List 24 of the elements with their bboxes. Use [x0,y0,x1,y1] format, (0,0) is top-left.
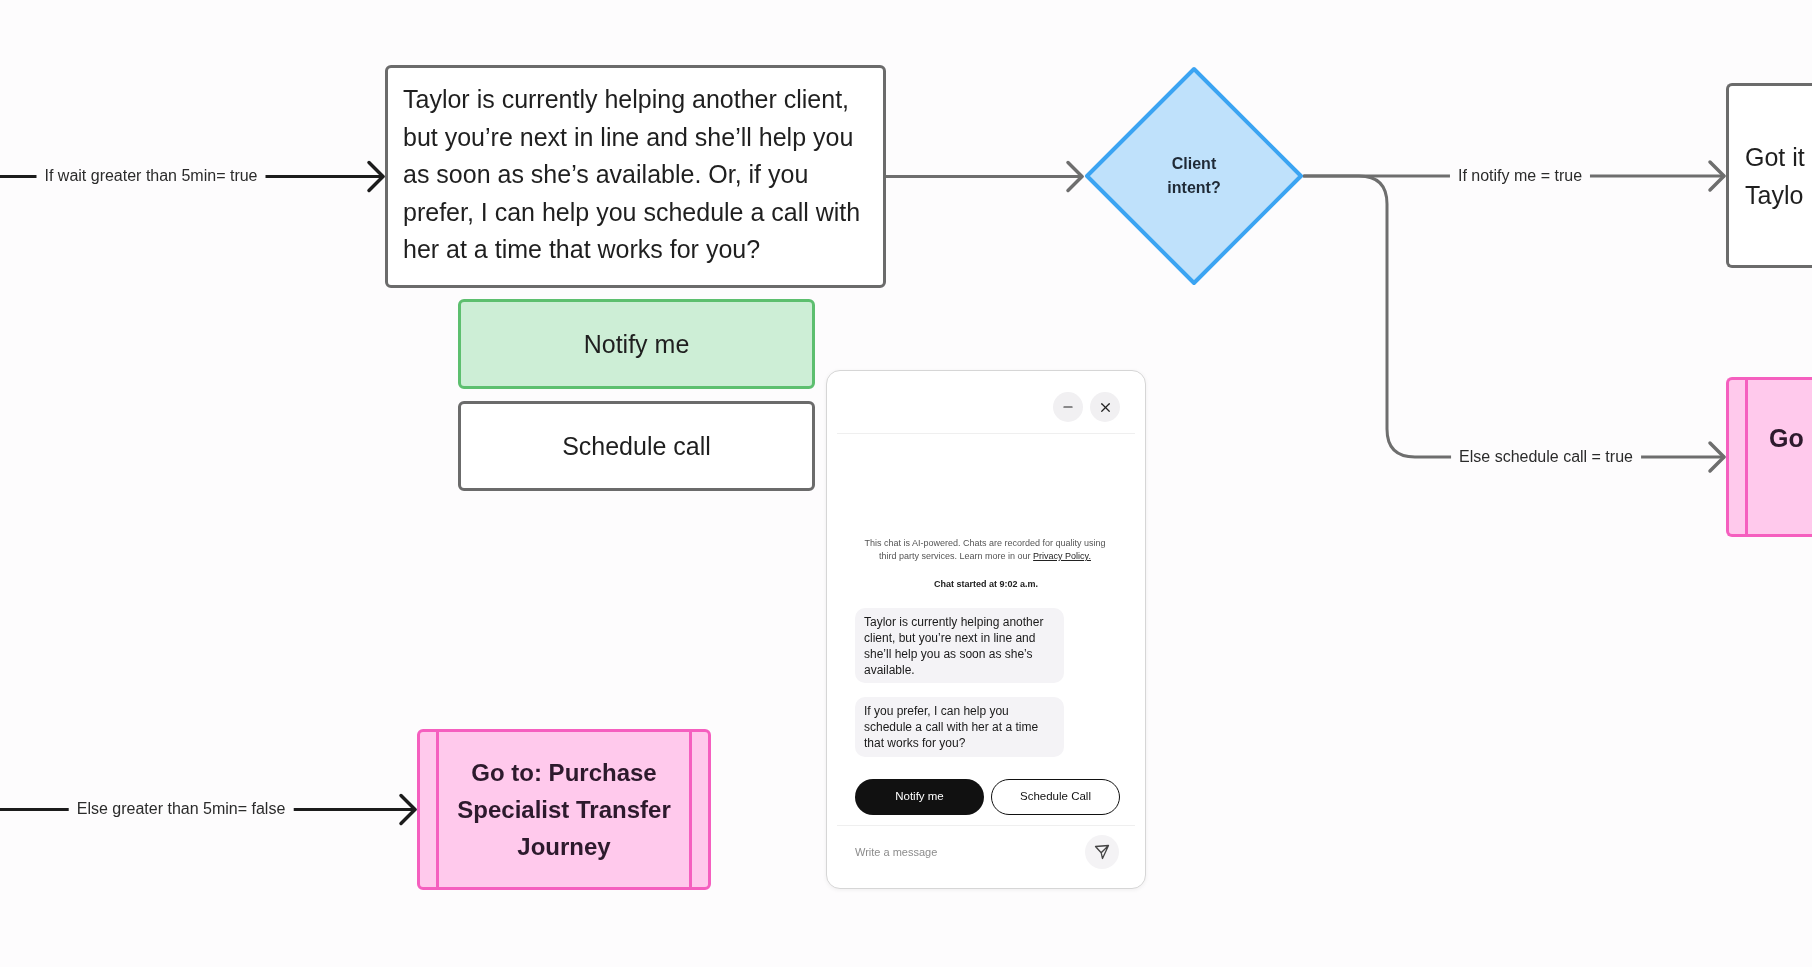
message-text: Taylor is currently helping another client, but you’re next in line and she’ll help you as soon as she’s available. Or, if you prefer, I can help you schedule a call with her at a time that works for you? [403,84,862,265]
chat-button: Notify me [855,779,984,815]
bubble-text: If you prefer, I can help you schedule a call with her at a time that works for you? [864,703,1040,751]
chat-panel [826,370,1146,889]
disclaimer-text: This chat is AI-powered. Chats are recorded for quality using third party services. Learn more in our Privacy Policy. [863,537,1107,563]
timestamp-text: Chat started at 9:02 a.m. [932,578,1039,591]
option-text: Notify me [583,329,690,360]
decision-text: Client intent? [1166,154,1222,198]
message-text: Got it Taylo [1745,141,1806,211]
option-box [458,401,815,491]
arrow [884,160,1084,193]
privacy-policy-link: Privacy Policy. [1033,551,1091,561]
chat-button: Schedule Call [991,779,1120,815]
subprocess-box [417,729,711,890]
message-box [385,65,886,288]
subprocess-text: Go to: Purchase Specialist Transfer Journey [456,758,672,862]
decision-diamond [1084,66,1304,286]
option-box [458,299,815,389]
bubble-text: Taylor is currently helping another client, but you’re next in line and she’ll help you as soon as she’s available. [864,613,1045,678]
message-input-field: Write a message [855,837,1055,867]
message-box [1726,83,1812,268]
option-text: Schedule call [562,431,711,462]
subprocess-box [1726,377,1812,537]
subprocess-text: Go [1769,423,1804,454]
